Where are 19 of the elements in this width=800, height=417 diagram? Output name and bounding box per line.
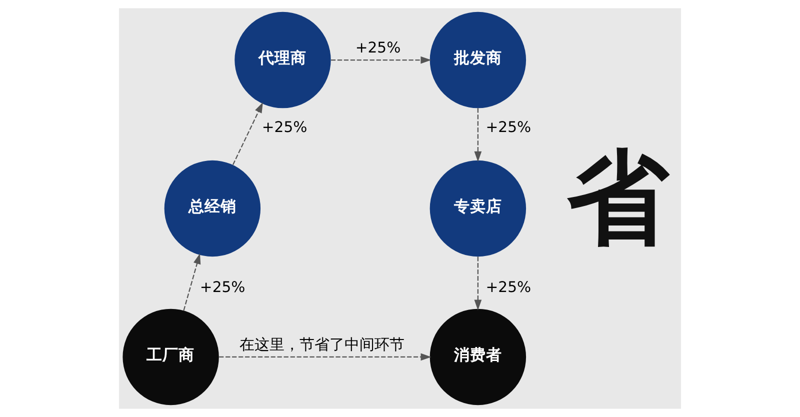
- node-circle: 代理商: [234, 12, 331, 108]
- label: 省: [567, 139, 670, 258]
- arrow: [232, 102, 263, 165]
- arrow: [219, 353, 432, 361]
- node-circle: 总经销: [164, 160, 261, 257]
- edge-label: +25%: [200, 279, 246, 296]
- node-circle: 工厂商: [122, 308, 219, 406]
- node-circle: 消费者: [430, 308, 526, 406]
- arrow: [474, 108, 482, 162]
- arrow: [474, 256, 482, 310]
- edge-label: 在这里，节省了中间环节: [240, 336, 405, 354]
- edge-label: +25%: [486, 279, 532, 296]
- edge-label: +25%: [486, 118, 532, 136]
- node-circle: 批发商: [430, 12, 526, 108]
- edge-label: +25%: [355, 39, 401, 56]
- node-circle: 专卖店: [430, 160, 526, 257]
- edge-label: +25%: [262, 118, 308, 136]
- arrow: [183, 253, 201, 311]
- arrow: [331, 56, 432, 64]
